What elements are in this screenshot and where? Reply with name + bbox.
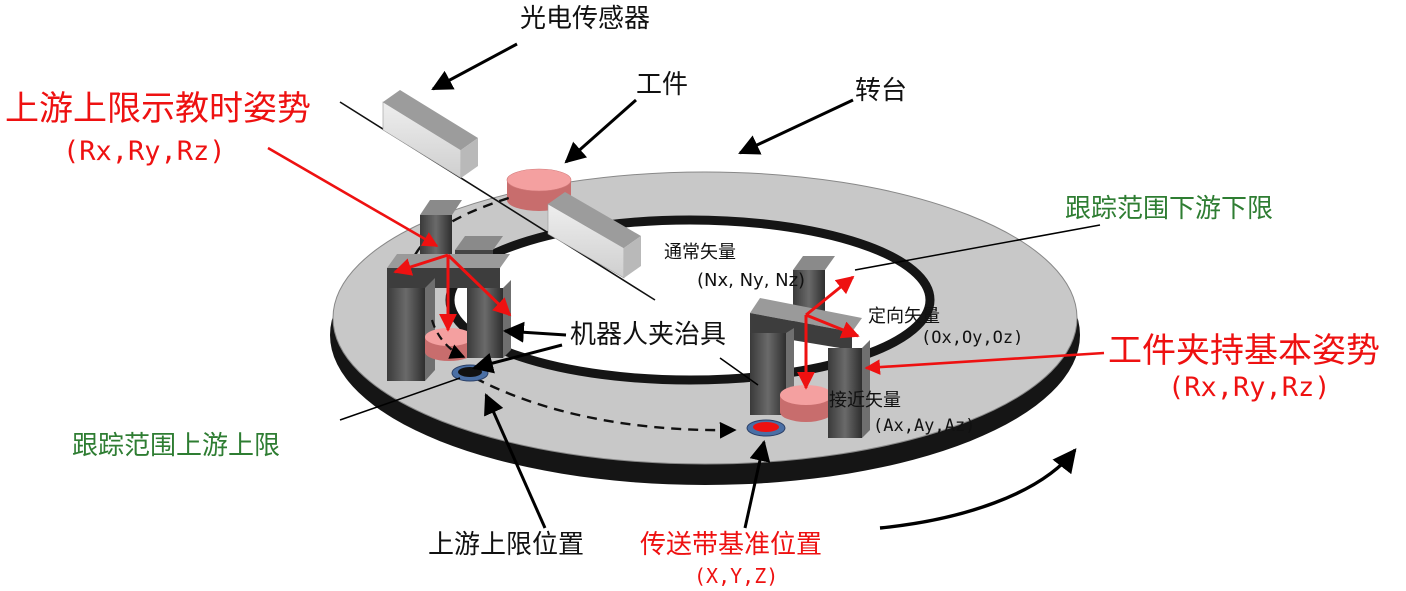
callout-arrows	[431, 42, 854, 529]
robot-gripper-right	[750, 256, 870, 438]
workpiece-grip-pose-label: 工件夹持基本姿势	[1108, 331, 1380, 371]
rotation-arrow	[879, 448, 1077, 530]
grip-pose-axes-right	[797, 275, 860, 390]
tracking-upstream-upper-label: 跟踪范围上游上限	[72, 431, 281, 461]
orient-vector-label: 定向矢量	[868, 306, 940, 327]
photo-sensor-box-1	[382, 90, 478, 179]
workpiece-grip-pose-vector: (Rx,Ry,Rz)	[1168, 372, 1331, 403]
upstream-upper-teach-pose-vector: (Rx,Ry,Rz)	[63, 136, 226, 167]
upstream-upper-position-label: 上游上限位置	[428, 530, 585, 560]
dashed-path-upper	[413, 195, 513, 256]
approach-vector-components: (Ax,Ay,Az)	[873, 416, 976, 436]
approach-vector-label: 接近矢量	[829, 390, 901, 411]
grip-pose-arrow	[864, 351, 1105, 375]
robot-gripper-label: 机器人夹治具	[570, 320, 727, 350]
orient-vector-components: (Ox,Oy,Oz)	[921, 328, 1024, 348]
dashed-path-gripper	[430, 319, 466, 359]
normal-vector-label: 通常矢量	[664, 242, 736, 263]
teach-pose-arrow	[267, 146, 439, 248]
callout-lines	[339, 224, 1101, 421]
conveyor-reference-position-vector: (X,Y,Z)	[694, 564, 779, 588]
tracking-downstream-lower-label: 跟踪范围下游下限	[1065, 194, 1274, 224]
photo-sensor-box-2	[547, 192, 641, 279]
teach-pose-axes-left	[393, 253, 512, 332]
workpiece-label: 工件	[636, 70, 689, 100]
dashed-path-lower	[474, 376, 737, 439]
conveyor-reference-position-label: 传送带基准位置	[640, 530, 823, 560]
photo-sensor-label: 光电传感器	[520, 4, 651, 34]
conveyor-reference-position-marker	[746, 419, 786, 437]
upstream-upper-teach-pose-label: 上游上限示教时姿势	[5, 89, 311, 129]
turntable-label: 转台	[855, 76, 908, 106]
normal-vector-components: (Nx, Ny, Nz)	[697, 270, 806, 291]
